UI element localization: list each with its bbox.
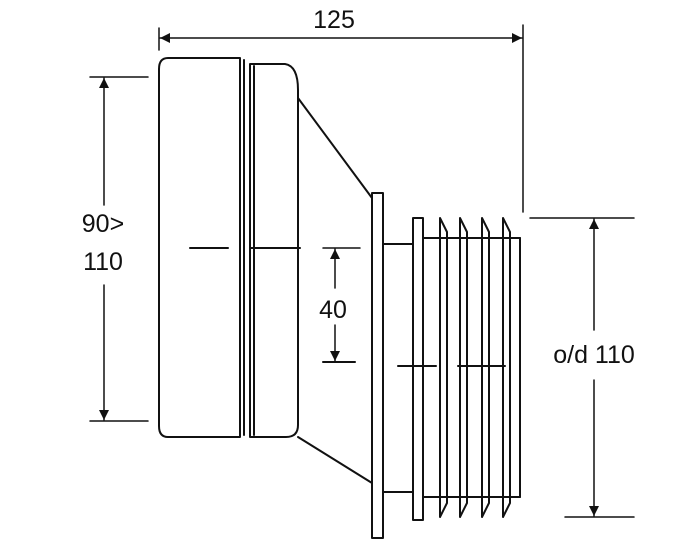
extension-lines xyxy=(89,24,635,518)
dim-outlet-label: o/d 110 xyxy=(553,341,635,369)
dim-length-label: 125 xyxy=(313,6,355,34)
centerlines xyxy=(189,247,506,367)
dim-inlet-label-top: 90> xyxy=(82,210,124,238)
flange-plate xyxy=(371,192,384,539)
ribbed-outlet xyxy=(412,217,521,521)
tapered-body xyxy=(297,97,373,484)
seal-ring xyxy=(249,63,299,438)
dim-offset-label: 40 xyxy=(319,296,347,324)
spigot-neck xyxy=(382,243,414,493)
inlet-socket xyxy=(158,57,245,438)
dim-inlet-label-bottom: 110 xyxy=(83,248,123,276)
